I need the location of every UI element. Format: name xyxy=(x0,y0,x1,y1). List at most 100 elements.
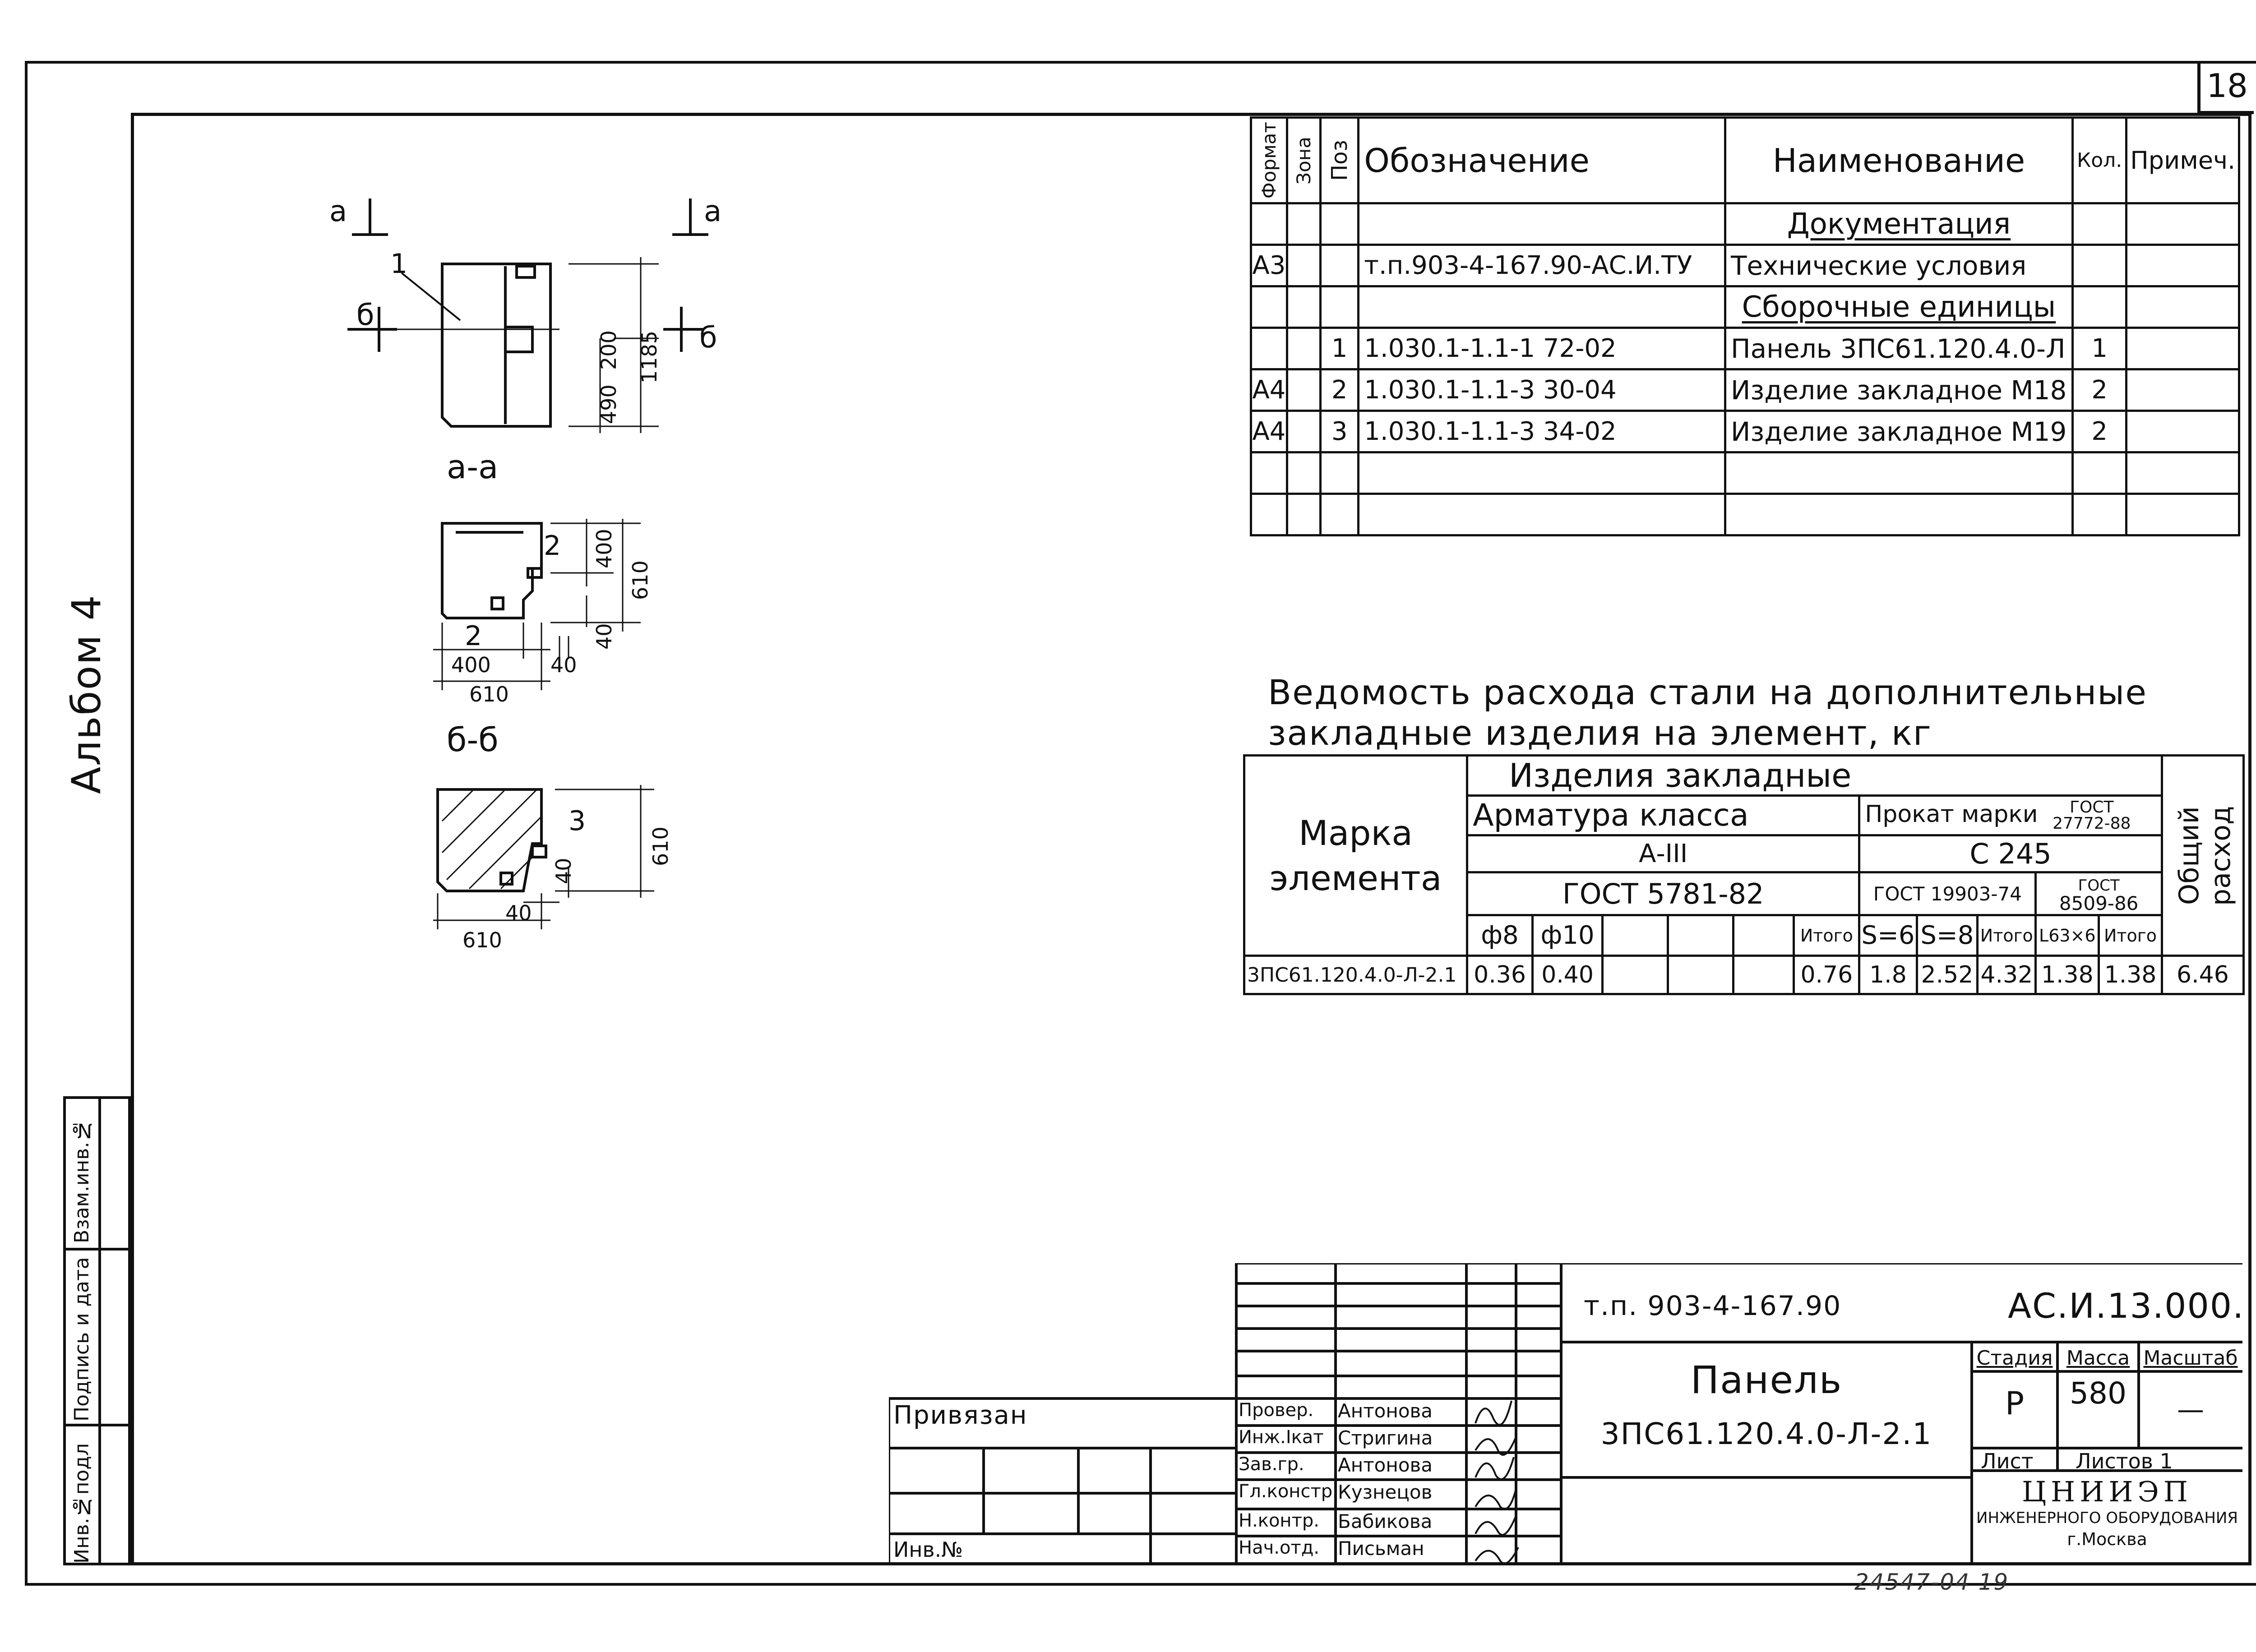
sheet-number: 18 xyxy=(2206,67,2248,105)
spec-cell-designation xyxy=(1357,451,1726,495)
section-a-title: а-а xyxy=(447,448,498,486)
project-number: т.п. 903-4-167.90 xyxy=(1584,1290,1842,1322)
bound-label: Привязан xyxy=(893,1401,1028,1430)
spec-cell-qty xyxy=(2071,202,2128,246)
spec-cell-format xyxy=(1250,285,1288,329)
spec-cell-note xyxy=(2125,368,2240,412)
spec-cell-designation: 1.030.1-1.1-1 72-02 xyxy=(1357,327,1726,370)
org-sub: инженерного оборудования xyxy=(1976,1509,2238,1527)
dim-610-v: 610 xyxy=(628,560,652,600)
spec-cell-note xyxy=(2125,327,2240,370)
header-mass: Масса xyxy=(2066,1347,2130,1370)
steel-h-gost-a: ГОСТ 19903-74 xyxy=(1858,871,2037,916)
spec-cell-qty xyxy=(2071,493,2128,536)
steel-table-title-2: закладные изделия на элемент, кг xyxy=(1268,713,1932,753)
dim-1185: 1185 xyxy=(637,331,661,383)
spec-cell-format: А3 xyxy=(1250,244,1288,287)
section-b-mark-left: б xyxy=(356,299,374,332)
spec-cell-designation xyxy=(1357,202,1726,246)
spec-cell-designation: т.п.903-4-167.90-АС.И.ТУ xyxy=(1357,244,1726,287)
spec-cell-zone xyxy=(1285,451,1322,495)
spec-cell-zone xyxy=(1285,327,1322,370)
dim-610-v-c: 610 xyxy=(648,826,673,866)
document-code: АС.И.13.000. xyxy=(2008,1286,2245,1326)
spec-cell-pos xyxy=(1319,451,1360,495)
spec-cell-zone xyxy=(1285,285,1322,329)
spec-cell-qty: 2 xyxy=(2071,410,2128,453)
steel-h-gost-b-cell: ГОСТ 8509-86 xyxy=(2034,871,2163,916)
steel-h-total: Общий расход xyxy=(2173,805,2237,906)
spec-cell-note xyxy=(2125,410,2240,453)
inner-frame xyxy=(131,113,2251,1565)
steel-value-cell: 4.32 xyxy=(1976,955,2037,995)
signature-name: Бабикова xyxy=(1338,1510,1433,1532)
steel-sub-col: L63×6 xyxy=(2034,914,2100,957)
spec-cell-designation xyxy=(1357,493,1726,536)
spec-cell-pos xyxy=(1319,202,1360,246)
steel-h-rebar: Арматура класса xyxy=(1466,794,1861,836)
callout-2-bottom: 2 xyxy=(465,620,482,652)
spec-cell-format: А4 xyxy=(1250,410,1288,453)
steel-h-embedded: Изделия закладные xyxy=(1466,754,2163,797)
section-b-mark-right: б xyxy=(699,321,717,355)
col-zone: Зона xyxy=(1293,136,1315,185)
side-stamp-replace: Взам.инв.№ xyxy=(70,1118,93,1243)
dim-40-v: 40 xyxy=(592,623,616,650)
document-name: Панель xyxy=(1690,1358,1843,1402)
header-stage: Стадия xyxy=(1976,1347,2053,1370)
steel-sub-col xyxy=(1601,914,1669,957)
signature-name: Стригина xyxy=(1338,1427,1433,1449)
signature-name: Письман xyxy=(1338,1537,1424,1560)
spec-cell-pos xyxy=(1319,285,1360,329)
col-name: Наименование xyxy=(1724,116,2074,204)
footer-number: 24547-04 19 xyxy=(1854,1569,2009,1595)
signature-role: Зав.гр. xyxy=(1239,1454,1304,1475)
sheet-number-box: 18 xyxy=(2197,61,2254,114)
dim-200: 200 xyxy=(596,330,621,370)
spec-cell-pos: 2 xyxy=(1319,368,1360,412)
spec-row xyxy=(1250,451,2240,495)
steel-h-rolled-cell: Прокат марки ГОСТ 27772-88 xyxy=(1858,794,2163,836)
signature-role: Гл.констр xyxy=(1239,1481,1333,1502)
steel-h-rolled-grade: С 245 xyxy=(1858,834,2163,873)
spec-cell-zone xyxy=(1285,244,1322,287)
document-mark: 3ПС61.120.4.0-Л-2.1 xyxy=(1600,1417,1932,1451)
spec-cell-zone xyxy=(1285,410,1322,453)
spec-cell-qty xyxy=(2071,244,2128,287)
col-qty: Кол. xyxy=(2071,116,2128,204)
steel-h-element: Марка элемента xyxy=(1243,754,1469,957)
steel-h-rolled-gost: 27772-88 xyxy=(2053,814,2131,833)
callout-3: 3 xyxy=(569,805,586,837)
steel-total-cell: 6.46 xyxy=(2160,955,2245,995)
org-name: ЦНИИЭП xyxy=(2022,1475,2192,1508)
signature-role: Инж.Iкат xyxy=(1239,1427,1324,1448)
album-label: Альбом 4 xyxy=(63,594,110,794)
steel-row-mark: 3ПС61.120.4.0-Л-2.1 xyxy=(1243,955,1469,995)
dim-610-h-c: 610 xyxy=(462,928,502,952)
spec-cell-name xyxy=(1724,451,2074,495)
spec-row: Сборочные единицы xyxy=(1250,285,2240,329)
spec-cell-qty: 1 xyxy=(2071,327,2128,370)
spec-cell-format xyxy=(1250,202,1288,246)
spec-row xyxy=(1250,493,2240,536)
section-drawings: а а б б 1 1185 200 490 а-а 2 400 610 40 … xyxy=(329,195,721,952)
org-city: г.Москва xyxy=(2067,1529,2147,1549)
spec-cell-qty xyxy=(2071,285,2128,329)
title-block-lines xyxy=(889,1263,2242,1565)
spec-cell-pos: 1 xyxy=(1319,327,1360,370)
spec-cell-name: Панель 3ПС61.120.4.0-Л xyxy=(1724,327,2074,370)
inv-label: Инв.№ xyxy=(893,1537,963,1562)
dim-40-h-c: 40 xyxy=(505,901,532,925)
steel-h-rebar-class: А-III xyxy=(1466,834,1861,873)
steel-value-cell: 1.8 xyxy=(1858,955,1918,995)
dim-40-v-c: 40 xyxy=(551,858,576,884)
dim-40-h: 40 xyxy=(550,653,577,677)
steel-value-cell: 0.40 xyxy=(1531,955,1604,995)
steel-sub-col: Итого xyxy=(2098,914,2163,957)
steel-sub-col: ф8 xyxy=(1466,914,1534,957)
spec-cell-name: Изделие закладное М18 xyxy=(1724,368,2074,412)
spec-row: Документация xyxy=(1250,202,2240,246)
signature-name: Антонова xyxy=(1338,1400,1433,1422)
spec-cell-zone xyxy=(1285,202,1322,246)
